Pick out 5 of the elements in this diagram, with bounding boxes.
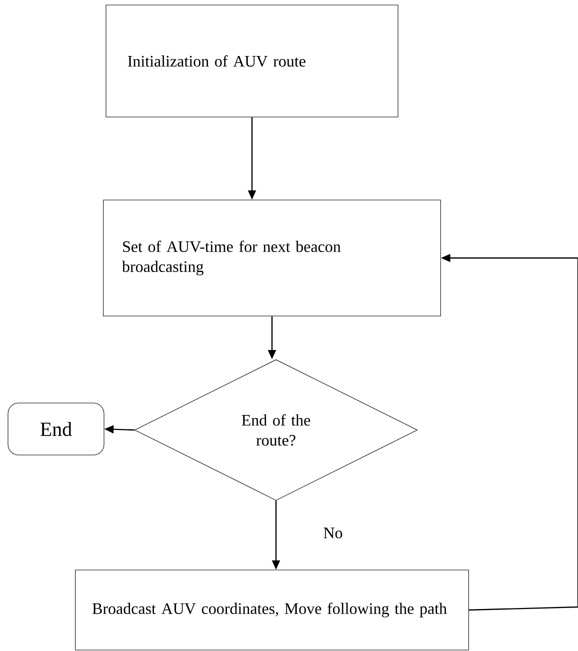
process-box: Broadcast AUV coordinates, Move following the path [75,570,469,650]
terminal-box: End [8,402,104,456]
process-box: Initialization of AUV route [106,4,398,118]
process-box: Set of AUV-time for next beacon broadcasting [103,200,441,316]
edge-label: No [324,528,342,538]
